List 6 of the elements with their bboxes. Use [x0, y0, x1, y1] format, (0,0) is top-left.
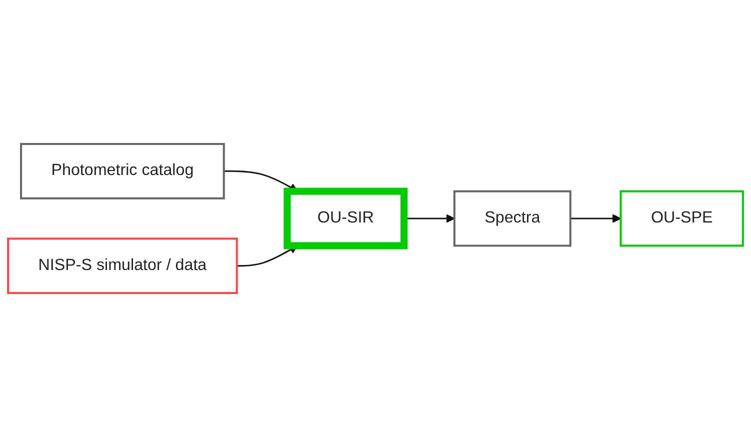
arrow: [570, 214, 622, 223]
node-box: OU-SPE: [620, 190, 744, 247]
node-box: Spectra: [453, 190, 572, 247]
node-box: OU-SIR: [284, 188, 408, 250]
node-box: Photometric catalog: [20, 142, 225, 200]
node-box: NISP-S simulator / data: [7, 238, 238, 294]
